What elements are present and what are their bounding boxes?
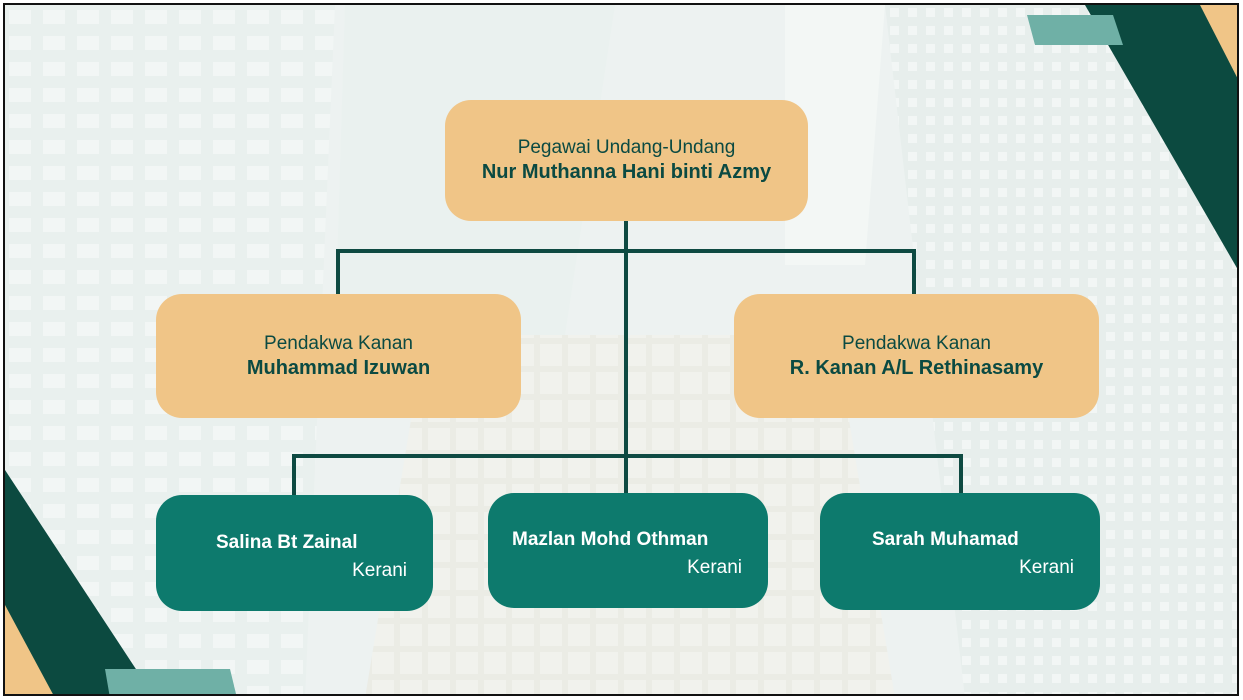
node-kerani-2: Mazlan Mohd Othman Kerani (488, 493, 768, 608)
node-name: Nur Muthanna Hani binti Azmy (481, 161, 772, 183)
node-role: Kerani (352, 560, 407, 581)
node-role: Kerani (687, 557, 742, 578)
node-kerani-3: Sarah Muhamad Kerani (820, 493, 1100, 610)
node-role: Pendakwa Kanan (842, 333, 991, 354)
node-pegawai-undang-undang: Pegawai Undang-Undang Nur Muthanna Hani … (445, 100, 808, 221)
corner-dark-stripe (1085, 5, 1237, 269)
node-pendakwa-kanan-2: Pendakwa Kanan R. Kanan A/L Rethinasamy (734, 294, 1099, 418)
node-name: Salina Bt Zainal (216, 532, 358, 553)
corner-dark-stripe-bl (5, 470, 153, 694)
node-role: Pendakwa Kanan (264, 333, 413, 354)
slide-frame: Pegawai Undang-Undang Nur Muthanna Hani … (3, 3, 1239, 696)
node-role: Kerani (1019, 557, 1074, 578)
node-name: Mazlan Mohd Othman (512, 529, 709, 550)
node-role: Pegawai Undang-Undang (517, 137, 736, 158)
node-name: Sarah Muhamad (872, 529, 1019, 550)
connector-lines (292, 219, 963, 497)
node-kerani-1: Salina Bt Zainal Kerani (156, 495, 433, 611)
node-pendakwa-kanan-1: Pendakwa Kanan Muhammad Izuwan (156, 294, 521, 418)
node-name: Muhammad Izuwan (246, 357, 431, 379)
node-name: R. Kanan A/L Rethinasamy (789, 357, 1044, 379)
